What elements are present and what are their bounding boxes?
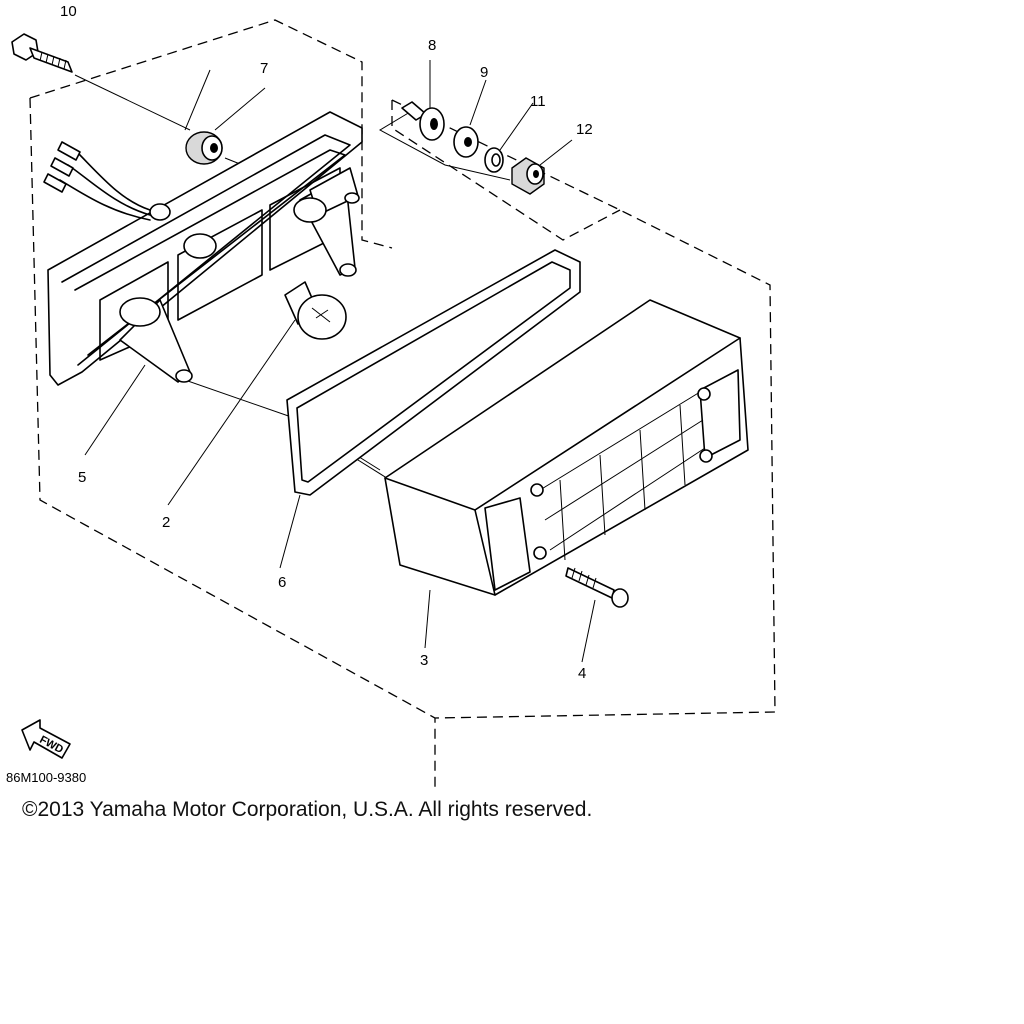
callout-10: 10 [60,3,77,20]
callout-4: 4 [578,665,586,682]
wiring-leads [43,141,151,221]
callout-9: 9 [480,64,488,81]
callout-6: 6 [278,574,286,591]
callout-7: 7 [260,60,268,77]
bulb-part-2 [284,281,347,340]
callout-11: 11 [530,93,546,110]
copyright-notice: ©2013 Yamaha Motor Corporation, U.S.A. A… [22,798,593,821]
callout-12: 12 [576,121,593,138]
grommet-part-7 [185,131,223,165]
callout-8: 8 [428,37,436,54]
nut-part-12 [511,157,545,195]
lens-screw-part-4 [565,567,629,608]
callout-3: 3 [420,652,428,669]
screw-part-10 [11,33,73,73]
lamp-housing-part-5 [47,111,363,386]
callout-5: 5 [78,469,86,486]
assembly-boundary-left [29,19,436,790]
lock-washer-part-11 [484,147,504,173]
diagram-part-code: 86M100-9380 [6,770,86,785]
fwd-arrow-icon: FWD [21,719,71,759]
callout-2: 2 [162,514,170,531]
lens-part-3 [384,299,749,596]
washer-part-9 [453,126,479,158]
gasket-part-6 [286,249,581,496]
collar-part-8 [401,101,445,141]
